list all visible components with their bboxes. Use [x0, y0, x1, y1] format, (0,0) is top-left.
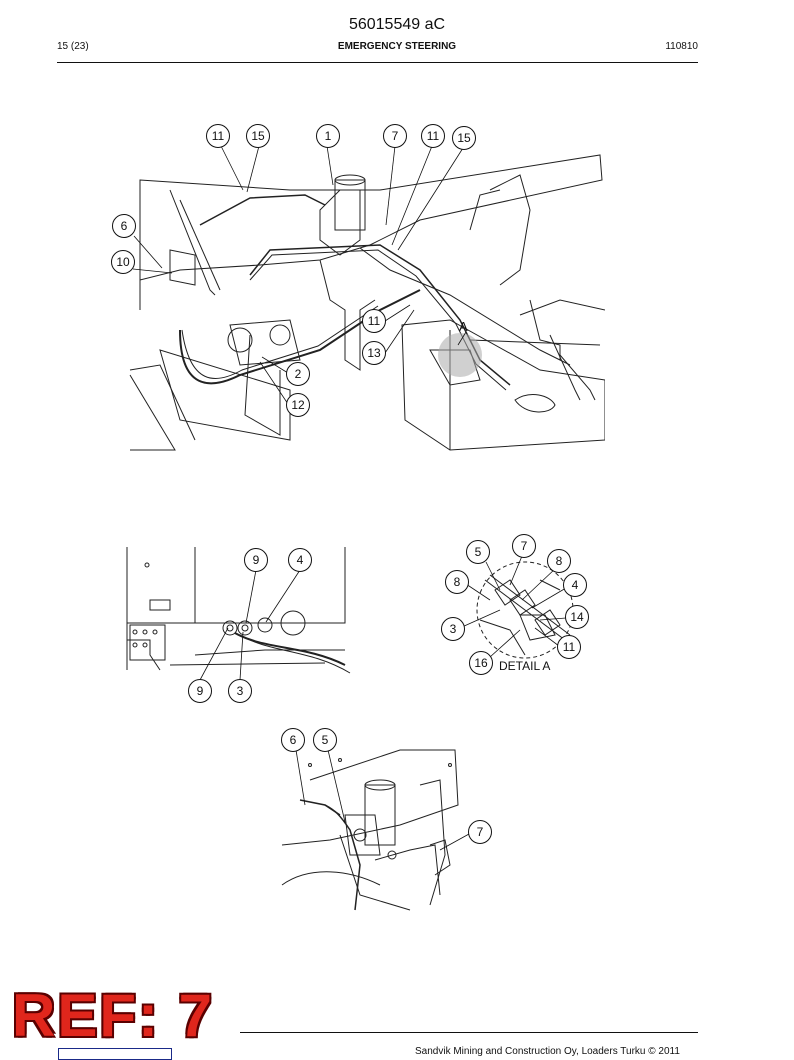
callout-8-detail-left: 8: [445, 570, 469, 594]
callout-6-main: 6: [112, 214, 136, 238]
callout-4-detail: 4: [563, 573, 587, 597]
callout-11-top-right: 11: [421, 124, 445, 148]
callout-5-bottom: 5: [313, 728, 337, 752]
date-code: 110810: [665, 41, 698, 52]
callout-9-bottom: 9: [188, 679, 212, 703]
callout-3-detail: 3: [441, 617, 465, 641]
callout-7-detail: 7: [512, 534, 536, 558]
callout-11-middle: 11: [362, 309, 386, 333]
callout-15-top-left: 15: [246, 124, 270, 148]
copyright-notice: Sandvik Mining and Construction Oy, Load…: [415, 1046, 680, 1057]
page-number: 15 (23): [57, 41, 89, 52]
callout-3-left: 3: [228, 679, 252, 703]
callout-11-top-left: 11: [206, 124, 230, 148]
callout-9-top: 9: [244, 548, 268, 572]
callout-7-bottom: 7: [468, 820, 492, 844]
callout-16: 16: [469, 651, 493, 675]
document-number: 56015549 aC: [348, 16, 446, 33]
callout-4-left: 4: [288, 548, 312, 572]
pump-connection-drawing: [126, 547, 351, 674]
detail-a-caption: DETAIL A: [499, 659, 551, 673]
header-rule: [57, 62, 698, 63]
callout-6-bottom: 6: [281, 728, 305, 752]
main-assembly-figure: [120, 150, 605, 460]
callout-10: 10: [111, 250, 135, 274]
valve-closeup-drawing: [281, 749, 459, 911]
callout-15-top-right: 15: [452, 126, 476, 150]
detail-a-figure: [470, 560, 580, 660]
pump-connection-figure: [125, 545, 355, 675]
main-assembly-drawing: [129, 154, 605, 451]
callout-8-detail-right: 8: [547, 549, 571, 573]
section-title: EMERGENCY STEERING: [337, 41, 457, 52]
callout-5-detail: 5: [466, 540, 490, 564]
detail-a-drawing: [476, 561, 574, 659]
company-logo: [58, 1048, 172, 1060]
valve-closeup-figure: [280, 745, 460, 915]
callout-11-detail: 11: [557, 635, 581, 659]
callout-7-top: 7: [383, 124, 407, 148]
footer-rule: [240, 1032, 698, 1033]
callout-12: 12: [286, 393, 310, 417]
ref-stamp: REF: 7: [12, 982, 215, 1049]
callout-2: 2: [286, 362, 310, 386]
detail-a-marker: A: [459, 319, 468, 334]
callout-1: 1: [316, 124, 340, 148]
callout-14: 14: [565, 605, 589, 629]
callout-13: 13: [362, 341, 386, 365]
